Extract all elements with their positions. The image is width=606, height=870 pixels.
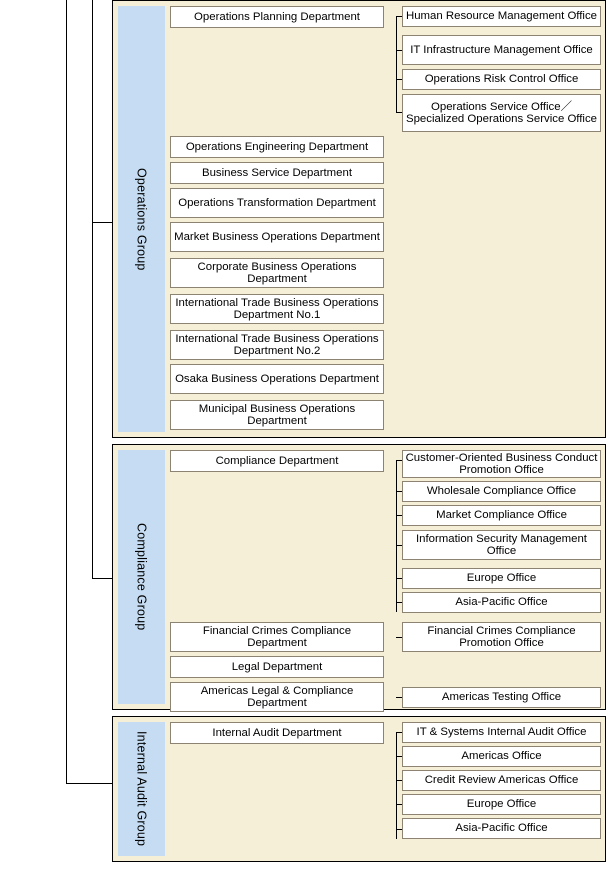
office-box-americas-testing[interactable]: Americas Testing Office [402,687,601,708]
department-box-operations-planning[interactable]: Operations Planning Department [170,6,384,28]
office-stub-1 [396,50,402,51]
group-band-internal-audit: Internal Audit Group [118,722,165,856]
group-label-internal-audit: Internal Audit Group [134,731,149,847]
group-body-internal-audit: Internal Audit Department IT & Systems I… [165,722,601,856]
department-box-operations-transformation[interactable]: Operations Transformation Department [170,188,384,218]
department-box-osaka-business-operations[interactable]: Osaka Business Operations Department [170,364,384,394]
group-panel-compliance: Compliance Group Compliance Department F… [112,444,606,712]
office-box-operations-risk-control[interactable]: Operations Risk Control Office [402,69,601,90]
office-box-financial-crimes-compliance-promotion[interactable]: Financial Crimes Compliance Promotion Of… [402,622,601,652]
office-box-it-infrastructure-management[interactable]: IT Infrastructure Management Office [402,35,601,65]
office-stub-c5 [396,602,402,603]
main-trunk-line [66,0,67,784]
department-box-compliance[interactable]: Compliance Department [170,450,384,472]
office-stub-c1 [396,491,402,492]
department-column-internal-audit: Internal Audit Department [170,722,384,856]
group-body-operations: Operations Planning Department Operation… [165,6,601,432]
office-box-credit-review-americas[interactable]: Credit Review Americas Office [402,770,601,791]
office-stub-a3 [396,804,402,805]
office-column-internal-audit: IT & Systems Internal Audit Office Ameri… [396,722,601,856]
department-column-operations: Operations Planning Department Operation… [170,6,384,432]
group-band-compliance: Compliance Group [118,450,165,704]
office-box-information-security-management[interactable]: Information Security Management Office [402,530,601,560]
office-stub-0 [396,16,402,17]
office-column-operations: Human Resource Management Office IT Infr… [396,6,601,432]
department-box-corporate-business-operations[interactable]: Corporate Business Operations Department [170,258,384,288]
department-box-business-service[interactable]: Business Service Department [170,162,384,184]
office-column-compliance: Customer-Oriented Business Conduct Promo… [396,450,601,708]
group-panel-internal-audit: Internal Audit Group Internal Audit Depa… [112,716,606,862]
office-stub-c7 [396,697,402,698]
office-stub-a2 [396,780,402,781]
office-box-asia-pacific-compliance[interactable]: Asia-Pacific Office [402,592,601,613]
office-box-it-systems-internal-audit[interactable]: IT & Systems Internal Audit Office [402,722,601,743]
department-box-market-business-operations[interactable]: Market Business Operations Department [170,222,384,252]
office-box-americas[interactable]: Americas Office [402,746,601,767]
office-stub-c3 [396,545,402,546]
office-stub-c6 [396,637,402,638]
group-panel-operations: Operations Group Operations Planning Dep… [112,0,606,438]
office-bracket-operations [396,16,397,112]
connector-internal-audit-group [66,783,113,784]
secondary-trunk-line [92,0,93,579]
group-label-compliance: Compliance Group [134,523,149,631]
office-box-human-resource-management[interactable]: Human Resource Management Office [402,6,601,27]
group-label-operations: Operations Group [134,167,149,271]
department-box-municipal-business-operations[interactable]: Municipal Business Operations Department [170,400,384,430]
department-column-compliance: Compliance Department Financial Crimes C… [170,450,384,712]
office-bracket-compliance [396,460,397,612]
office-stub-2 [396,79,402,80]
office-box-operations-service[interactable]: Operations Service Office／Specialized Op… [402,94,601,132]
group-band-operations: Operations Group [118,6,165,432]
office-box-wholesale-compliance[interactable]: Wholesale Compliance Office [402,481,601,502]
office-box-europe-audit[interactable]: Europe Office [402,794,601,815]
office-stub-c4 [396,578,402,579]
office-stub-c2 [396,515,402,516]
department-box-financial-crimes-compliance[interactable]: Financial Crimes Compliance Department [170,622,384,652]
office-box-asia-pacific-audit[interactable]: Asia-Pacific Office [402,818,601,839]
office-bracket-internal-audit [396,732,397,839]
office-stub-3 [396,112,402,113]
connector-operations-group [92,222,113,223]
department-box-international-trade-no2[interactable]: International Trade Business Operations … [170,330,384,360]
department-box-americas-legal-compliance[interactable]: Americas Legal & Compliance Department [170,682,384,712]
office-stub-c0 [396,460,402,461]
office-box-customer-oriented-business-conduct[interactable]: Customer-Oriented Business Conduct Promo… [402,450,601,478]
group-body-compliance: Compliance Department Financial Crimes C… [165,450,601,712]
department-box-legal[interactable]: Legal Department [170,656,384,678]
connector-compliance-group [92,578,113,579]
office-stub-a1 [396,756,402,757]
office-box-europe-compliance[interactable]: Europe Office [402,568,601,589]
department-box-international-trade-no1[interactable]: International Trade Business Operations … [170,294,384,324]
department-box-internal-audit[interactable]: Internal Audit Department [170,722,384,744]
office-stub-a4 [396,829,402,830]
department-box-operations-engineering[interactable]: Operations Engineering Department [170,136,384,158]
office-box-market-compliance[interactable]: Market Compliance Office [402,505,601,526]
office-stub-a0 [396,732,402,733]
